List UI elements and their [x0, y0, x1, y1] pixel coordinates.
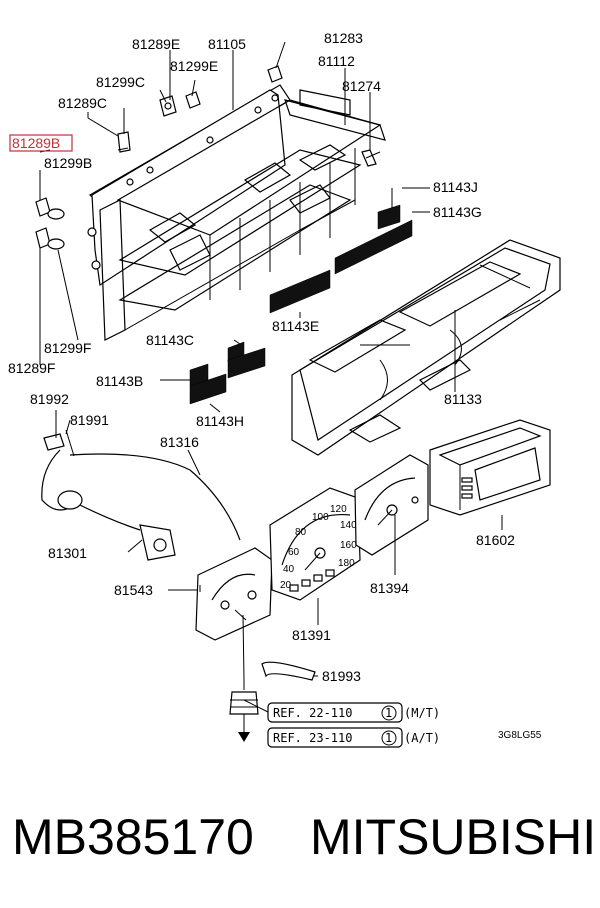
label-81993: 81993: [322, 668, 361, 684]
label-81299F: 81299F: [44, 340, 91, 356]
label-81991: 81991: [70, 412, 109, 428]
reference-notes: REF. 22-110 1 (M/T) REF. 23-110 1 (A/T) …: [267, 702, 542, 748]
speedometer-cable: [41, 410, 241, 561]
label-81602: 81602: [476, 532, 515, 548]
label-81143H: 81143H: [196, 413, 244, 429]
speedo-mark-120: 120: [330, 504, 347, 515]
label-81283: 81283: [324, 30, 363, 46]
circled-number-icon: [381, 705, 397, 721]
label-81391: 81391: [292, 627, 331, 643]
leader-lines-top: [39, 41, 371, 365]
gear-indicator: [429, 419, 551, 530]
speedometer: 60 80 100 120 140 40 160 20 180: [269, 487, 361, 625]
label-81992: 81992: [30, 391, 69, 407]
ref-mt-circled: 1: [385, 706, 392, 720]
label-81289B: 81289B: [12, 135, 60, 151]
ref-mt-suffix: (M/T): [404, 706, 440, 720]
panel-face: [291, 239, 561, 456]
ref-at-suffix: (A/T): [404, 731, 440, 745]
part-labels: 81289E 81105 81283 81299C 81299E 81112 8…: [8, 30, 515, 684]
label-81299B: 81299B: [44, 155, 92, 171]
speedo-mark-20: 20: [280, 580, 292, 591]
screws-clips: [35, 65, 381, 250]
clamp-and-gear: [229, 661, 318, 742]
label-81289C: 81289C: [58, 95, 107, 111]
ref-at-circled: 1: [385, 731, 392, 745]
label-81143J: 81143J: [433, 179, 478, 195]
part-number: MB385170: [12, 809, 254, 865]
ref-box-mt: [267, 702, 403, 723]
small-gauge: [168, 547, 273, 681]
speedo-mark-100: 100: [312, 512, 329, 523]
label-81299E: 81299E: [170, 58, 218, 74]
label-81105: 81105: [208, 36, 246, 52]
brand-name: MITSUBISHI: [310, 809, 597, 865]
label-81143C: 81143C: [146, 332, 194, 348]
label-81289E: 81289E: [132, 36, 180, 52]
case-back-panel: [87, 84, 386, 341]
ref-mt-prefix: REF. 22-110: [273, 706, 352, 720]
label-81316: 81316: [160, 434, 199, 450]
speedo-mark-140: 140: [340, 520, 357, 531]
light-shields: [160, 187, 430, 413]
label-81143B: 81143B: [96, 373, 143, 389]
label-81289F: 81289F: [8, 360, 55, 376]
ref-box-at: [267, 727, 403, 748]
tach-gauge: [354, 454, 429, 575]
label-81143G: 81143G: [433, 204, 482, 220]
label-81394: 81394: [370, 580, 409, 596]
circled-number-icon: [381, 730, 397, 746]
label-81289B-highlight-box: [9, 134, 73, 152]
speedo-mark-80: 80: [295, 527, 307, 538]
speedo-mark-40: 40: [283, 564, 295, 575]
label-81543: 81543: [114, 582, 153, 598]
ref-at-prefix: REF. 23-110: [273, 731, 352, 745]
label-81274: 81274: [342, 78, 381, 94]
speedo-mark-180: 180: [338, 558, 355, 569]
speedo-mark-60: 60: [288, 547, 300, 558]
parts-diagram: 60 80 100 120 140 40 160 20 180: [8, 30, 561, 748]
label-81133: 81133: [444, 391, 482, 407]
footer: MB385170 MITSUBISHI: [0, 800, 600, 890]
diagram-code: 3G8LG55: [498, 730, 542, 741]
label-81301: 81301: [48, 545, 87, 561]
label-81143E: 81143E: [272, 318, 319, 334]
label-81299C: 81299C: [96, 74, 145, 90]
label-81112: 81112: [318, 53, 355, 69]
speedo-mark-160: 160: [340, 540, 357, 551]
